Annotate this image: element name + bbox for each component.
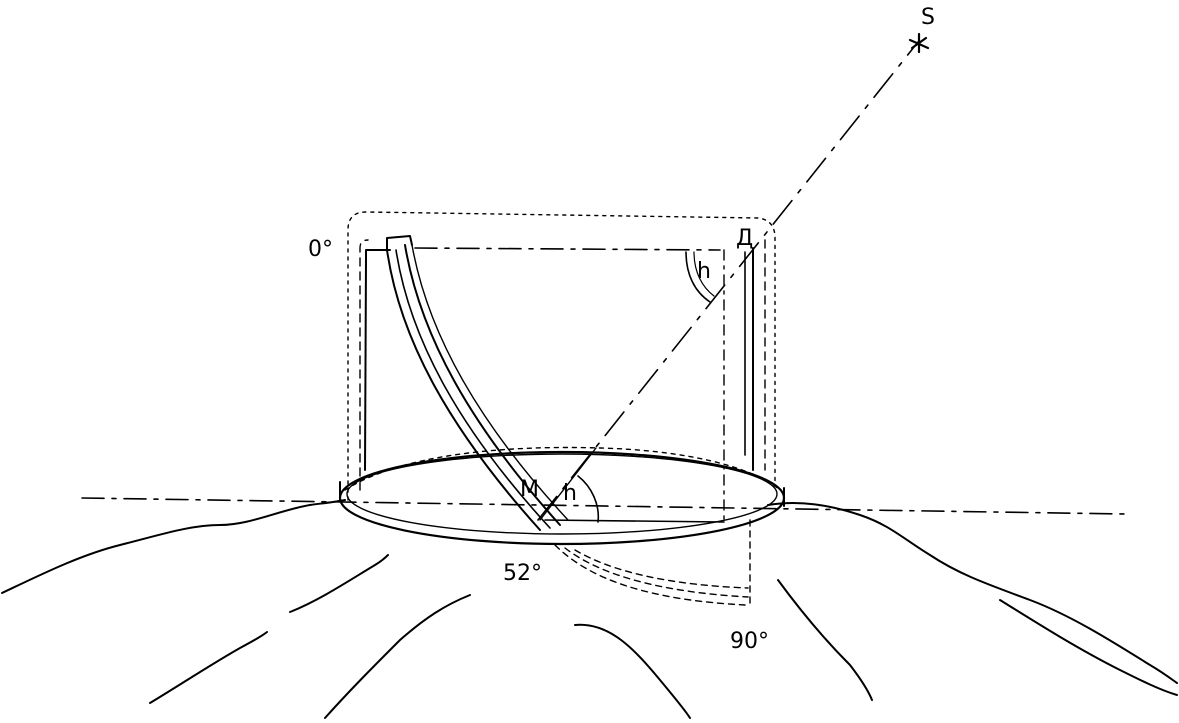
label-center-angle-h: h <box>563 481 577 506</box>
base-ring-inner <box>346 453 778 535</box>
label-zero-degrees: 0° <box>308 237 333 262</box>
base-ring-back-dashed <box>344 446 781 491</box>
star-icon <box>908 32 930 54</box>
angle-arc-top-2 <box>693 251 715 297</box>
label-52-degrees: 52° <box>503 561 542 586</box>
arc-below-horizon-2 <box>564 547 749 598</box>
frame-inner-dashed-left <box>359 239 369 491</box>
arc-rail-cap <box>386 235 413 251</box>
label-point-m: M <box>520 477 539 502</box>
horizon-line <box>81 497 1126 515</box>
ring-radius-line <box>539 447 597 521</box>
terrain-ridge-5 <box>777 579 873 701</box>
arc-rail-outer <box>386 249 541 531</box>
terrain-ridge-3 <box>324 594 471 719</box>
label-90-degrees: 90° <box>730 629 769 654</box>
left-post-cap <box>365 249 391 259</box>
base-ring-thickness <box>339 481 785 507</box>
angle-arc-center <box>577 475 600 523</box>
top-reference-line <box>414 247 721 251</box>
label-point-d: Д <box>736 226 753 251</box>
frame-outer-dotted <box>347 211 776 501</box>
terrain-ridge-2 <box>149 631 268 704</box>
projection-line <box>544 519 725 523</box>
arc-rail-inner2 <box>411 244 569 521</box>
terrain-right-outline <box>767 502 1178 684</box>
left-post <box>364 257 367 471</box>
arc-below-horizon-3 <box>574 549 749 589</box>
terrain-left-outline <box>1 499 346 594</box>
arc-below-horizon-1 <box>554 544 746 606</box>
label-top-angle-h: h <box>697 259 711 284</box>
terrain-ridge-6 <box>999 599 1178 696</box>
label-star-s: S <box>921 5 935 30</box>
sight-line-to-star <box>537 41 919 521</box>
arc-rail-inner <box>404 244 561 526</box>
angle-arc-top <box>685 251 711 303</box>
terrain-ridge-4 <box>574 623 691 719</box>
arc-rail-mid <box>395 249 551 529</box>
terrain-ridge-1 <box>289 554 389 613</box>
